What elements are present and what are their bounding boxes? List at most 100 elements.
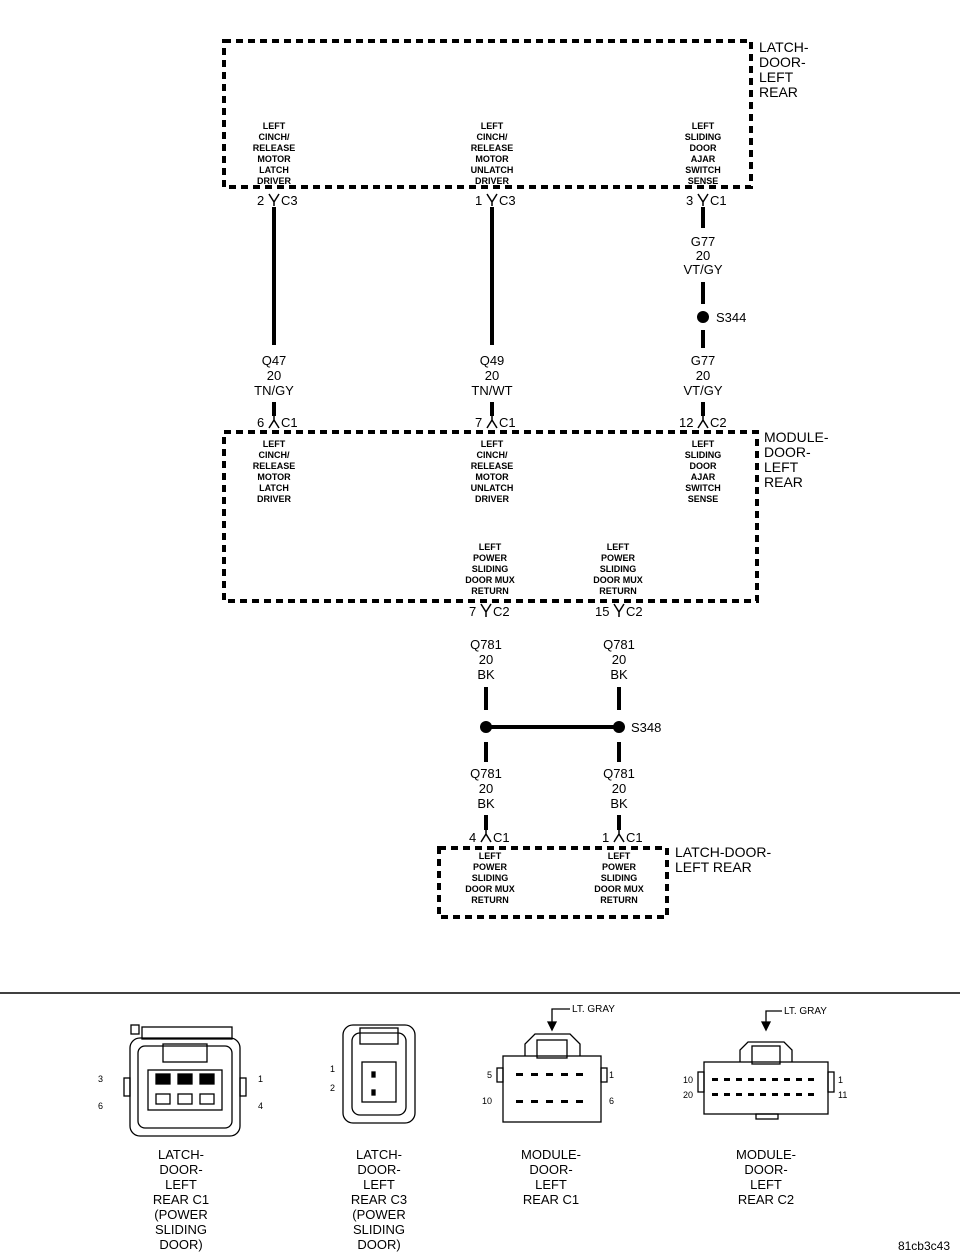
pin-label-line: DOOR MUX (594, 884, 644, 894)
pin-number: 2 (257, 193, 264, 208)
pin-label-line: LEFT (479, 851, 502, 861)
module-c2-cavity (724, 1078, 730, 1081)
pin-label-line: DRIVER (257, 176, 292, 186)
latch-top-name: LATCH- DOOR- LEFT REAR (759, 39, 809, 100)
wire-label-line: VT/GY (683, 383, 722, 398)
wire-label-line: BK (610, 796, 628, 811)
caption-line: MODULE- (521, 1147, 581, 1162)
latch-c3-face (361, 1061, 397, 1103)
pin-label-line: RELEASE (471, 461, 514, 471)
splice-s348-left (480, 721, 492, 733)
pin-label-line: LEFT (481, 439, 504, 449)
latch-top-pin-numbers: 2 C3 1 C3 3 C1 (257, 193, 727, 208)
latch-c1-cavity (155, 1093, 171, 1105)
splice-s348-label: S348 (631, 720, 661, 735)
wire-label-line: 20 (696, 248, 710, 263)
pin-label-line: LEFT (692, 121, 715, 131)
module-c2-cavity (712, 1093, 718, 1096)
wires-lower (484, 687, 621, 830)
connector-id: C1 (493, 830, 510, 845)
module-c1-cavity (576, 1100, 583, 1103)
pin-number: 2 (330, 1083, 335, 1093)
latch-top-pin-labels: LEFT CINCH/ RELEASE MOTOR LATCH DRIVER L… (253, 121, 722, 186)
caption-line: DOOR) (159, 1237, 202, 1252)
latch-c1-cavity (177, 1073, 193, 1085)
module-c1-cavity (531, 1073, 538, 1076)
pin-label-line: MOTOR (257, 472, 291, 482)
latch-bottom-name: LATCH-DOOR- LEFT REAR (675, 844, 772, 875)
latch-c3-cavity (371, 1071, 376, 1078)
latch-c3-body (342, 1024, 416, 1124)
pin-label-line: LEFT (263, 121, 286, 131)
module-c2-cavity (760, 1078, 766, 1081)
module-c1-body (502, 1055, 602, 1123)
wire-label-line: VT/GY (683, 262, 722, 277)
wire-label-line: 20 (612, 652, 626, 667)
wire-label-line: 20 (612, 781, 626, 796)
caption-line: DOOR- (744, 1162, 787, 1177)
pin-label-line: CINCH/ (259, 450, 290, 460)
caption-line: REAR C1 (153, 1192, 209, 1207)
module-c1-cavity (546, 1100, 553, 1103)
wire-label-line: 20 (485, 368, 499, 383)
pin-number: 1 (602, 830, 609, 845)
pin-label-line: RELEASE (253, 143, 296, 153)
caption-line: (POWER (352, 1207, 405, 1222)
latch-top-name-line: LATCH- (759, 39, 809, 55)
connector-id: C2 (626, 604, 643, 619)
splice-s348-right (613, 721, 625, 733)
pin-label-line: RETURN (471, 586, 509, 596)
latch-top-name-line: LEFT (759, 69, 794, 85)
pin-number: 20 (683, 1090, 693, 1100)
module-c2-latch (751, 1045, 781, 1065)
latch-c1-cavity (199, 1093, 215, 1105)
wires-upper (272, 207, 705, 416)
pin-label-line: CINCH/ (477, 450, 508, 460)
caption-line: (POWER (154, 1207, 207, 1222)
pin-label-line: RETURN (471, 895, 509, 905)
module-c1-side-right (600, 1067, 608, 1083)
latch-bottom-pin-labels: LEFT POWER SLIDING DOOR MUX RETURN LEFT … (465, 851, 644, 905)
wire-label-line: TN/WT (471, 383, 512, 398)
pin-label-line: UNLATCH (471, 483, 514, 493)
latch-door-left-rear-top-box (222, 39, 753, 189)
pin-label-line: MOTOR (475, 154, 509, 164)
caption-line: REAR C2 (738, 1192, 794, 1207)
wire-label-line: BK (610, 667, 628, 682)
module-top-pin-numbers: 6 C1 7 C1 12 C2 (257, 415, 727, 430)
module-c2-cavity (772, 1093, 778, 1096)
connector-view-module-c2 (697, 1010, 835, 1120)
pin-label-line: LATCH (259, 165, 289, 175)
caption-line: DOOR) (357, 1237, 400, 1252)
module-c1-cavity (531, 1100, 538, 1103)
module-c2-cavity (808, 1078, 814, 1081)
pin-number: 4 (258, 1101, 263, 1111)
figure-id: 81cb3c43 (898, 1239, 950, 1253)
wire-label-line: 20 (479, 652, 493, 667)
module-c2-cavity (760, 1093, 766, 1096)
pin-label-line: LEFT (607, 542, 630, 552)
pin-label-line: RELEASE (471, 143, 514, 153)
pin-label-line: SWITCH (685, 483, 721, 493)
latch-top-connectors (268, 193, 709, 206)
connector-view-latch-c3 (342, 1024, 416, 1124)
latch-c1-side-right (239, 1077, 247, 1097)
latch-c1-latch (162, 1043, 208, 1063)
pin-number: 1 (475, 193, 482, 208)
connector-id: C2 (493, 604, 510, 619)
module-c1-cavity (516, 1100, 523, 1103)
wire-label-line: G77 (691, 234, 716, 249)
wire-label-line: G77 (691, 353, 716, 368)
caption-line: LEFT (165, 1177, 197, 1192)
pin-label-line: UNLATCH (471, 165, 514, 175)
latch-top-name-line: REAR (759, 84, 798, 100)
module-c1-latch (536, 1039, 568, 1059)
module-c1-cavities (516, 1073, 583, 1103)
latch-bottom-name-line: LEFT REAR (675, 859, 752, 875)
latch-c1-body (129, 1037, 241, 1137)
module-name-line: LEFT (764, 459, 799, 475)
pin-label-line: LEFT (692, 439, 715, 449)
wire-label-line: Q49 (480, 353, 505, 368)
pin-label-line: DOOR (690, 143, 718, 153)
